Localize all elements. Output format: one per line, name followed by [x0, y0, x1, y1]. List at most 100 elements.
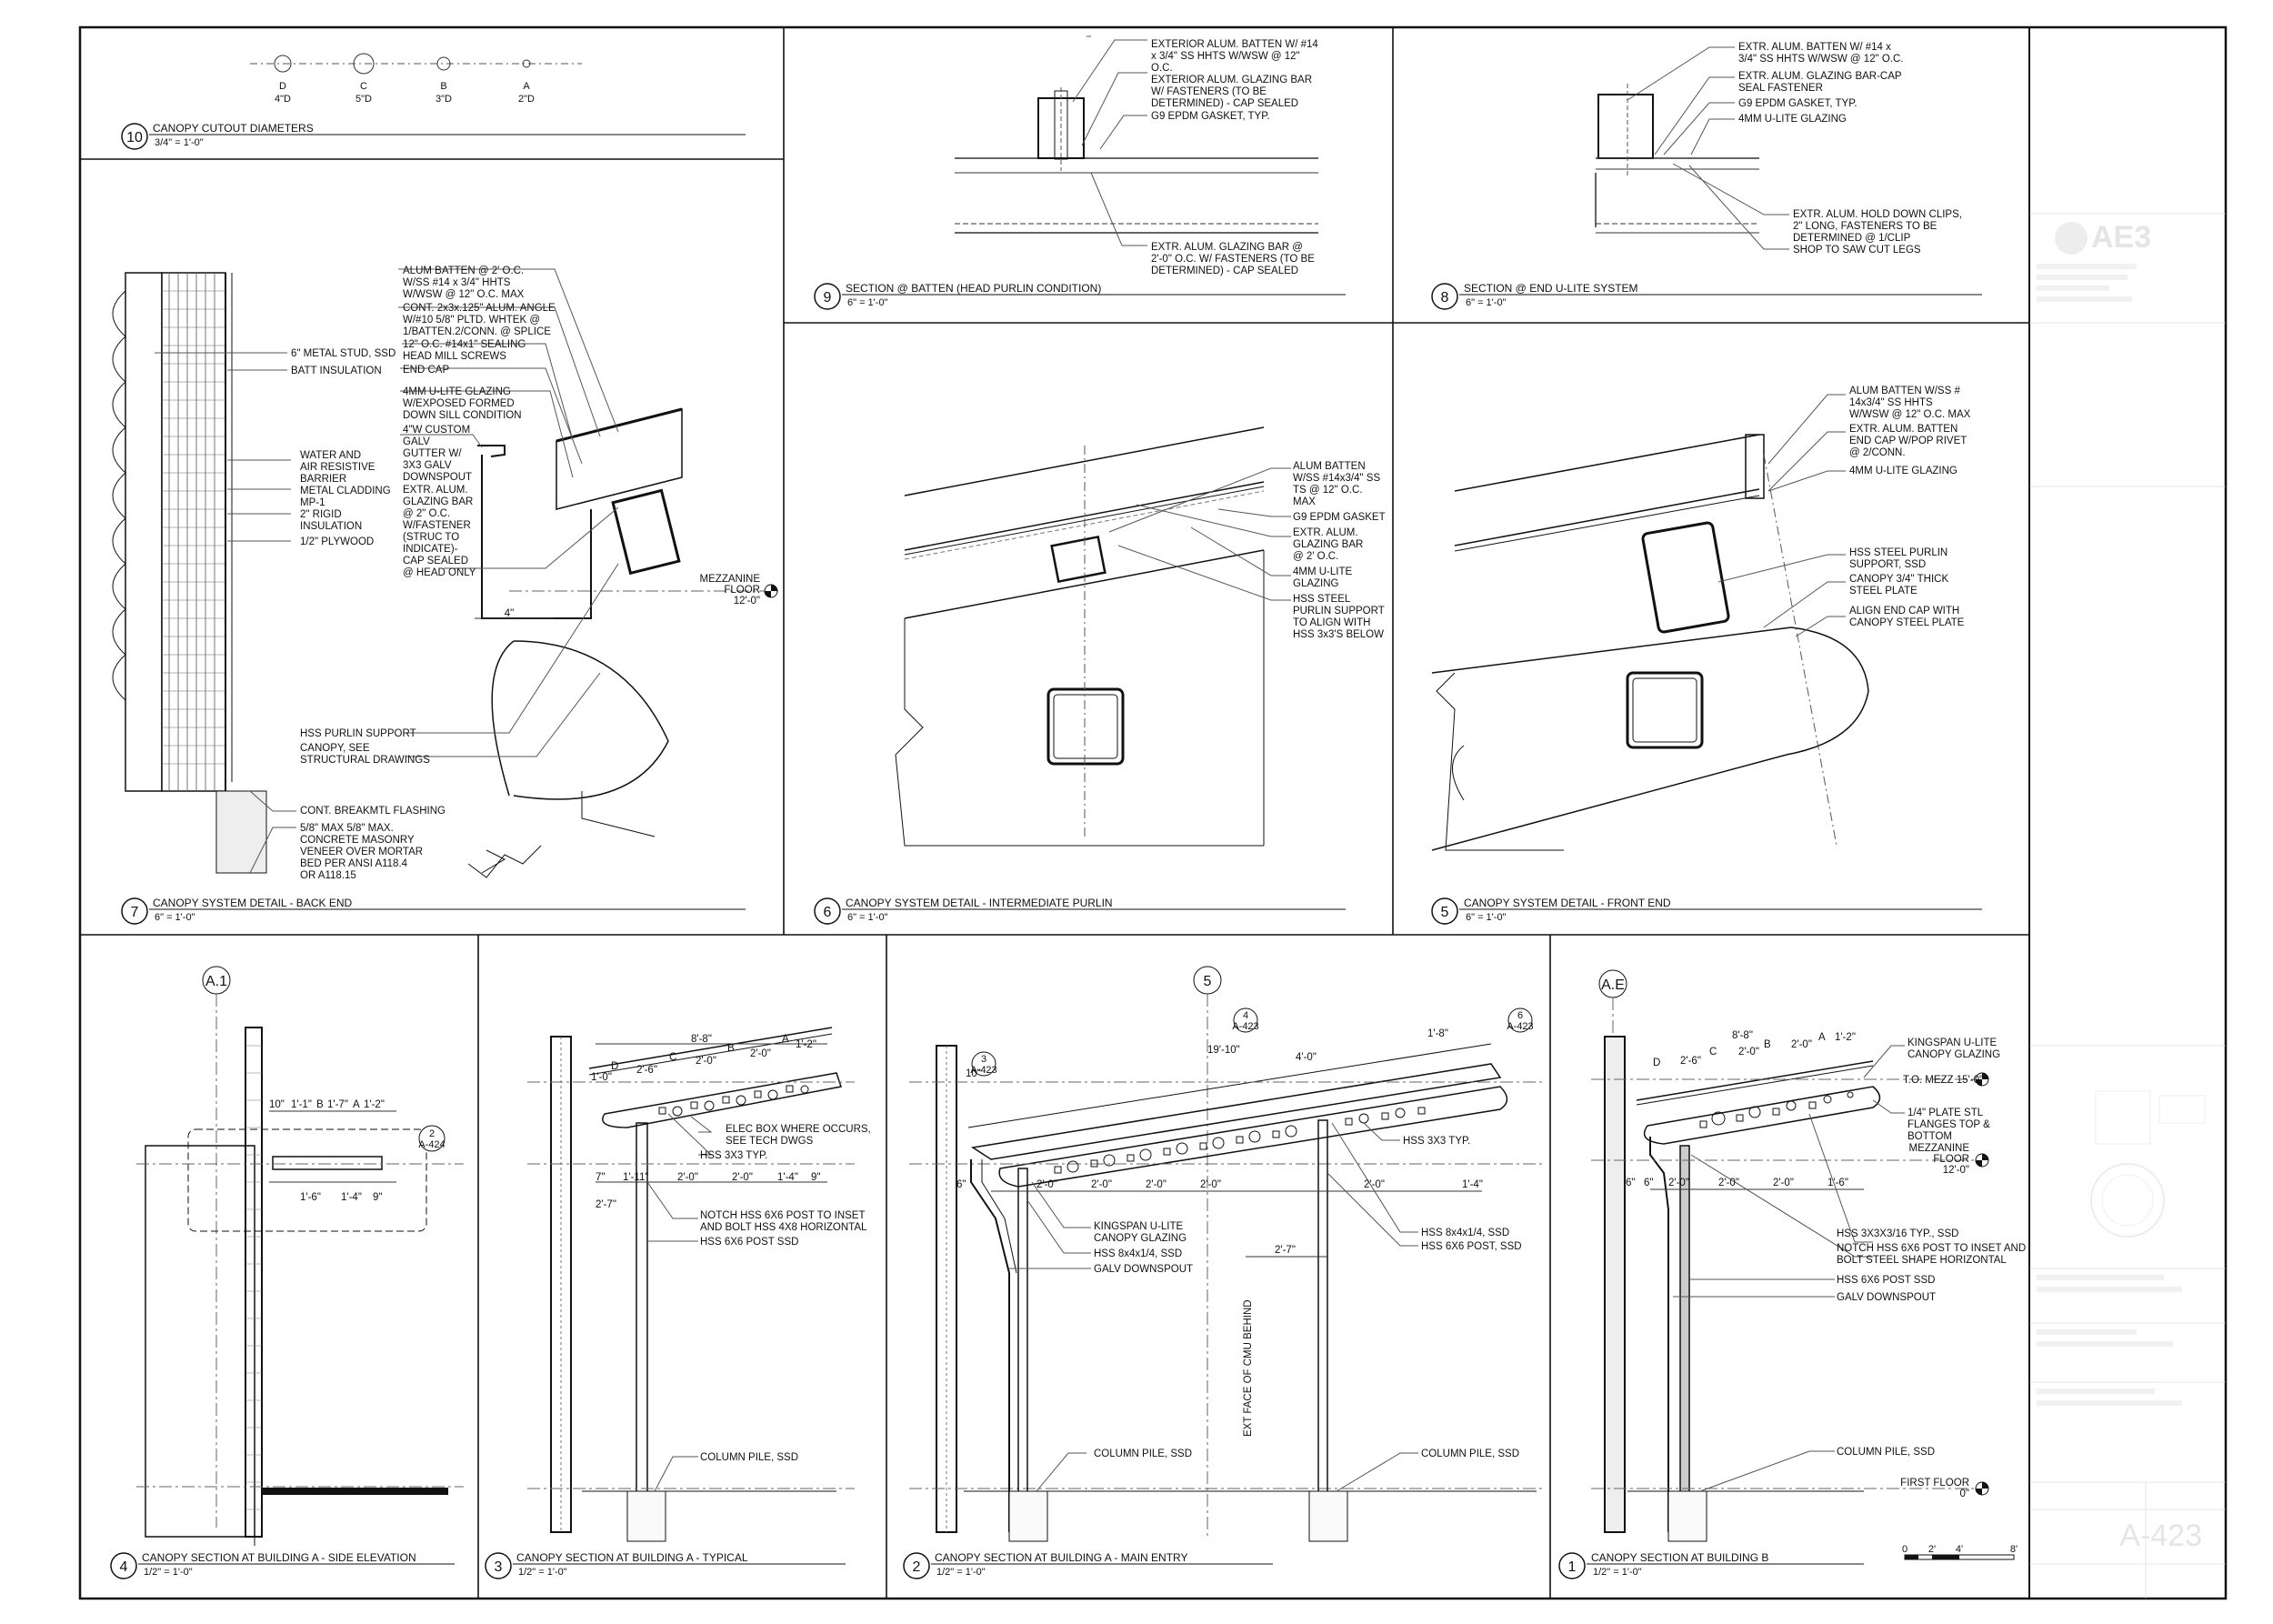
note: SEAL FASTENER: [1738, 83, 1823, 94]
ref-number: 3: [981, 1054, 986, 1065]
dim-label: 2'-0": [677, 1172, 698, 1183]
cutout-letter: A: [523, 81, 530, 92]
note: @ HEAD ONLY: [403, 567, 476, 578]
detail-3: ELEC BOX WHERE OCCURS, SEE TECH DWGS HSS…: [485, 1027, 871, 1579]
note: 6" METAL STUD, SSD: [291, 348, 396, 359]
dim-label: 2'-0": [1364, 1179, 1385, 1190]
note: T.O. MEZZ 15'-0": [1903, 1075, 1983, 1086]
detail-title: CANOPY SECTION AT BUILDING A - SIDE ELEV…: [142, 1551, 416, 1564]
level-name: MEZZANINE: [700, 574, 761, 585]
note: G9 EPDM GASKET, TYP.: [1738, 98, 1857, 109]
dim-label: 1'-1": [291, 1099, 312, 1110]
detail-scale: 6" = 1'-0": [155, 912, 195, 923]
note: 3X3 GALV: [403, 460, 452, 471]
note: EXTR. ALUM.: [403, 485, 468, 496]
note: STRUCTURAL DRAWINGS: [300, 755, 430, 766]
note: INSULATION: [300, 521, 362, 532]
note: EXTR. ALUM. HOLD DOWN CLIPS,: [1793, 209, 1962, 220]
ref-number: 6: [1517, 1010, 1523, 1021]
note: @ 2' O.C.: [1293, 551, 1338, 562]
note: CANOPY 3/4" THICK: [1849, 574, 1948, 585]
note: W/WSW @ 12" O.C. MAX: [1849, 409, 1971, 420]
note: 5/8" MAX 5/8" MAX.: [300, 823, 394, 834]
detail-scale: 1/2" = 1'-0": [144, 1567, 193, 1578]
dim-label: 10": [966, 1068, 981, 1079]
dim-label: 2'-7": [1275, 1245, 1296, 1256]
note: EXTERIOR ALUM. GLAZING BAR: [1151, 75, 1312, 85]
level-name: FLOOR: [724, 585, 760, 596]
note: GLAZING BAR: [403, 496, 473, 507]
svg-text:2': 2': [1928, 1544, 1936, 1555]
note: STEEL PLATE: [1849, 586, 1918, 596]
dim-label: 2'-0": [696, 1056, 716, 1067]
dim-label: 2'-0": [1738, 1047, 1759, 1058]
dim-label: B: [316, 1099, 324, 1110]
note: W/SS #14 x 3/4" HHTS: [403, 277, 511, 288]
detail-9: EXTERIOR ALUM. BATTEN W/ #14 x 3/4" SS H…: [814, 35, 1346, 310]
detail-number: 1: [1568, 1559, 1577, 1575]
note: x 3/4" SS HHTS W/WSW @ 12": [1151, 51, 1300, 62]
note: WATER AND: [300, 450, 361, 461]
dim-label: 2'-6": [1680, 1056, 1701, 1067]
note: GUTTER W/: [403, 448, 462, 459]
dim-label: 6": [1626, 1178, 1635, 1188]
dim-label: 4'-0": [1296, 1052, 1317, 1063]
note: (STRUC TO: [403, 532, 459, 543]
detail-2: 5 3 A-423 4 A-423 6: [903, 966, 1546, 1579]
note: DETERMINED) - CAP SEALED: [1151, 98, 1298, 109]
note: FIRST FLOOR: [1900, 1478, 1969, 1489]
note: 12" O.C. #14x1" SEALING: [403, 339, 526, 350]
note: @ 2/CONN.: [1849, 447, 1906, 458]
ref-sheet: A-423: [970, 1065, 996, 1076]
note: CANOPY STEEL PLATE: [1849, 617, 1965, 628]
detail-5: ALUM BATTEN W/SS # 14x3/4" SS HHTS W/WSW…: [1431, 386, 1982, 925]
note: FLANGES TOP &: [1908, 1119, 1990, 1130]
note: 2" LONG, FASTENERS TO BE: [1793, 221, 1938, 232]
detail-title: CANOPY SECTION AT BUILDING A - TYPICAL: [516, 1551, 748, 1564]
note: ALUM BATTEN: [1293, 461, 1366, 472]
note: COLUMN PILE, SSD: [1837, 1447, 1935, 1458]
note: 2" RIGID: [300, 509, 342, 520]
note: EXTERIOR ALUM. BATTEN W/ #14: [1151, 39, 1318, 50]
svg-text:8': 8': [2010, 1544, 2018, 1555]
dim-label: 2'-6": [636, 1065, 657, 1076]
note: W/EXPOSED FORMED: [403, 398, 515, 409]
note: SHOP TO SAW CUT LEGS: [1793, 245, 1921, 256]
dim-label: 1'-4": [1462, 1179, 1483, 1190]
cutout-letter: D: [279, 81, 286, 92]
note: W/SS #14x3/4" SS: [1293, 473, 1380, 484]
note: W/WSW @ 12" O.C. MAX: [403, 289, 525, 300]
note: 4"W CUSTOM: [403, 425, 470, 436]
note: 14x3/4" SS HHTS: [1849, 397, 1933, 408]
dim-label: 6": [956, 1179, 966, 1190]
note: BED PER ANSI A118.4: [300, 858, 408, 869]
note: BOLT STEEL SHAPE HORIZONTAL: [1837, 1255, 2007, 1266]
detail-10: D 4"D C 5"D B 3"D A 2"D 10 CANOPY CUTOUT…: [121, 53, 746, 150]
note: INDICATE)-: [403, 544, 458, 555]
note: DETERMINED) - CAP SEALED: [1151, 266, 1298, 276]
note: ELEC BOX WHERE OCCURS,: [726, 1124, 871, 1135]
dim-label: 9": [373, 1192, 382, 1203]
sheet-border: [78, 25, 2228, 1600]
grid-bubble: 5: [1204, 974, 1212, 989]
note: 3/4" SS HHTS W/WSW @ 12" O.C.: [1738, 54, 1904, 65]
note: HSS STEEL PURLIN: [1849, 547, 1948, 558]
note: PURLIN SUPPORT: [1293, 606, 1385, 617]
note: BARRIER: [300, 474, 346, 485]
ref-number: 2: [429, 1128, 435, 1139]
dim-label: 1'-4": [777, 1172, 798, 1183]
detail-scale: 1/2" = 1'-0": [936, 1567, 986, 1578]
dim-label: 8'-8": [691, 1034, 712, 1045]
detail-title: CANOPY SYSTEM DETAIL - BACK END: [153, 897, 352, 909]
cutout-size: 5"D: [355, 94, 372, 105]
dim-label: 1'-7": [327, 1099, 348, 1110]
detail-1: A.E: [1558, 969, 2026, 1579]
note: CANOPY GLAZING: [1094, 1233, 1187, 1244]
detail-4: A.1 2 A-424 10" 1'-1" B 1'-7": [110, 966, 464, 1579]
ref-sheet: A-424: [418, 1139, 445, 1150]
level-elev: 12'-0": [734, 596, 760, 606]
title-block: AE3 A-423: [2029, 213, 2226, 1599]
note: EXTR. ALUM. GLAZING BAR @: [1151, 242, 1303, 253]
dim-label: 1'-8": [1427, 1028, 1448, 1039]
note: NOTCH HSS 6X6 POST TO INSET: [700, 1210, 866, 1221]
